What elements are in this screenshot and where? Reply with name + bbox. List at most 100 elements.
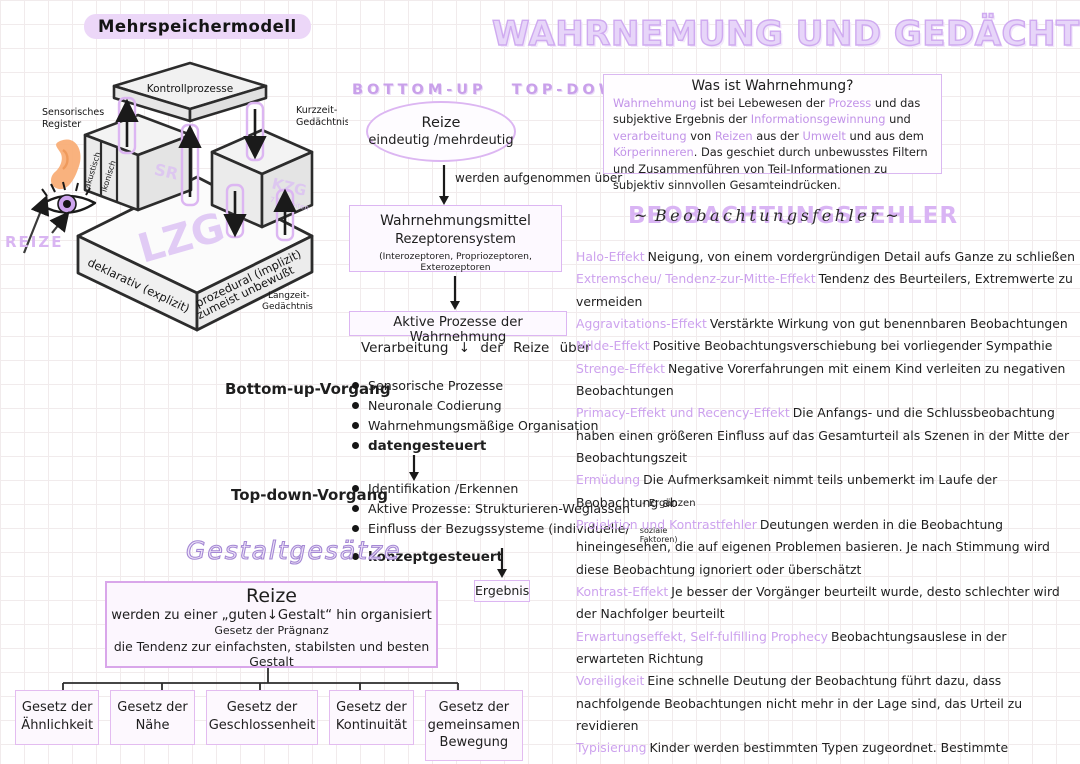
- error-term: Aggravitations-Effekt: [576, 315, 707, 331]
- process-item-label: datengesteuert: [368, 438, 487, 454]
- short-term-label-line1: Kurzzeit-: [296, 105, 337, 116]
- error-description: Je besser der Vorgänger beurteilt wurde,…: [576, 583, 1060, 622]
- stimulus-arrow-icon: [22, 194, 50, 254]
- process-item-label: Wahrnehmungsmäßige Organisation: [368, 418, 599, 433]
- sr-abbr-label: SR: [152, 160, 180, 184]
- error-term: Halo-Effekt: [576, 249, 645, 264]
- long-term-memory-box: LZG deklarativ (explizit) prozedural (im…: [76, 175, 314, 332]
- long-term-label-line1: Langzeit-: [268, 291, 309, 301]
- short-term-label-line2: Gedächtnis: [296, 117, 348, 128]
- arrow1-label: werden aufgenommen über: [455, 171, 623, 185]
- gestalt-law-line: Gesetz der: [226, 700, 298, 715]
- page-title: WAHRNEMUNG UND GEDÄCHTINIS: [491, 13, 1080, 54]
- gestalt-box-line1: Reize: [246, 585, 297, 607]
- process-item: Einfluss der Bezugssysteme (individuelle…: [352, 521, 696, 544]
- control-processes-box: Kontrollprozesse: [112, 61, 268, 123]
- short-term-memory-box: KZG 7 Einheiten Kurzzeit- Gedächtnis: [210, 105, 348, 229]
- bullet-icon: [352, 505, 359, 512]
- error-description: Die Anfangs- und die Schlussbeobachtung …: [576, 405, 1070, 465]
- error-term: Ermüdung: [576, 472, 641, 488]
- process-item: datengesteuert: [352, 438, 598, 454]
- box1-line2: Rezeptorensystem: [395, 232, 516, 247]
- definition-text: und aus dem: [845, 128, 924, 143]
- gestalt-law-line: Bewegung: [439, 735, 509, 750]
- top-down-label: Top-down-Vorgang: [231, 486, 388, 504]
- down-arrow-icon: [439, 165, 449, 205]
- error-description: Negative Vorerfahrungen mit einem Kind v…: [576, 360, 1066, 398]
- perception-means-box: Wahrnehmungsmittel Rezeptorensystem (Int…: [349, 205, 562, 273]
- error-term: Extremscheu/ Tendenz-zur-Mitte-Effekt: [576, 271, 816, 287]
- definition-title: Was ist Wahrnehmung?: [691, 78, 854, 94]
- definition-text: von: [686, 128, 715, 143]
- long-term-label-line2: Gedächtnis: [262, 302, 313, 312]
- errors-heading-script: Beobachtungsfehler: [634, 206, 902, 225]
- process-item: Identifikation /Erkennen: [352, 481, 696, 496]
- sensory-register-box: akustisch ikonisch SR Sensorisches Regis…: [42, 107, 193, 212]
- error-description: Eine schnelle Deutung der Beobachtung fü…: [576, 673, 1023, 733]
- definition-text: und: [885, 112, 911, 127]
- definition-text: und das subjektive Ergebnis der: [613, 96, 921, 127]
- process-item: konzeptgesteuert: [352, 549, 696, 565]
- bottomup-topdown-header: BOTTOM-UP TOP-DOWN: [352, 82, 635, 98]
- bullet-icon: [352, 485, 359, 492]
- error-term: Strenge-Effekt: [576, 360, 666, 376]
- stimuli-label: REIZE: [5, 233, 64, 251]
- ear-icon: [51, 139, 81, 190]
- observation-error-item: Erwartungseffekt, Self-fulfilling Prophe…: [576, 626, 1078, 671]
- down-arrow-icon: [497, 548, 507, 578]
- error-term: Erwartungseffekt, Self-fulfilling Prophe…: [576, 628, 828, 644]
- error-description: Die Aufmerksamkeit nimmt teils unbemerkt…: [576, 472, 998, 510]
- process-item-note: soziale Faktoren): [639, 526, 678, 544]
- stimulus-arrow-icon: [49, 211, 70, 234]
- process-item-label: Identifikation /Erkennen: [368, 481, 519, 496]
- bullet-icon: [352, 553, 359, 560]
- observation-errors-heading: BEOBACHTUNGSFEHLER Beobachtungsfehler: [628, 203, 958, 239]
- memory-model-title: Mehrspeichermodell: [84, 14, 311, 39]
- error-term: Primacy-Effekt und Recency-Effekt: [576, 405, 790, 421]
- definition-text: . Das geschiet durch unbewusstes Filtern…: [613, 145, 928, 193]
- definition-keyword: Prozess: [828, 96, 872, 110]
- gestalt-law-line: Gesetz der: [438, 700, 510, 715]
- gestalt-law-line: Kontinuität: [335, 717, 407, 733]
- gestalt-law-line: Geschlossenheit: [208, 717, 316, 733]
- gestalt-law-line: Gesetz der: [21, 700, 93, 715]
- error-description: Deutungen werden in die Beobachtung hine…: [576, 516, 1050, 577]
- box1-line3: (Interozeptoren, Propriozeptoren, Extero…: [379, 251, 532, 273]
- process-item-label: konzeptgesteuert: [368, 549, 503, 565]
- ellipse-line2: eindeutig /mehrdeutig: [368, 133, 514, 148]
- error-description: Neigung, von einem vordergründigen Detai…: [647, 249, 1075, 264]
- bullet-icon: [352, 525, 359, 532]
- definition-keyword: Umwelt: [802, 128, 846, 143]
- process-item-label: Aktive Prozesse: Strukturieren-Weglassen: [368, 501, 630, 516]
- memory-model-diagram: Kontrollprozesse LZG deklarativ (explizi…: [5, 61, 348, 332]
- process-item-label: Einfluss der Bezugssysteme (individuelle…: [368, 521, 630, 536]
- error-term: Milde-Effekt: [576, 338, 650, 354]
- sensory-label-line1: Sensorisches: [42, 107, 104, 118]
- bullet-icon: [352, 382, 359, 389]
- ellipse-line1: Reize: [421, 115, 461, 131]
- down-arrow-icon: [409, 455, 419, 481]
- active-processes-box: Aktive Prozesse der Wahrnehmung: [349, 311, 567, 345]
- down-arrow-icon: [450, 276, 460, 310]
- definition-keyword: Körperinneren: [613, 145, 694, 160]
- process-item: Aktive Prozesse: Strukturieren-Weglassen…: [352, 498, 696, 516]
- gestalt-law-line: gemeinsamen: [427, 717, 521, 733]
- definition-keyword: Wahrnehmung: [613, 96, 697, 110]
- processing-label: Verarbeitung ↓ der Reize über: [361, 340, 591, 356]
- error-term: Projektion und Kontrastfehler: [576, 516, 757, 532]
- definition-text: ist bei Lebewesen der: [696, 96, 829, 110]
- bullet-icon: [352, 422, 359, 429]
